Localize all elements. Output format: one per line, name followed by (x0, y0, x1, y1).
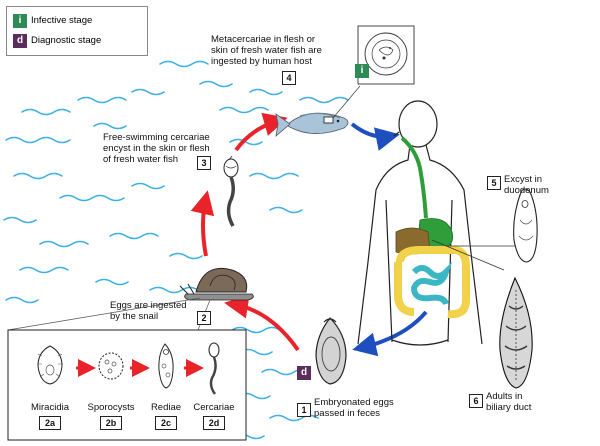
metacercaria-inset (332, 25, 415, 119)
pointer-biliary (431, 239, 505, 271)
legend-box: i Infective stage d Diagnostic stage (6, 6, 148, 56)
infective-stage-marker: i (355, 64, 369, 78)
arrow-snail-to-cercaria (190, 190, 215, 257)
miracidia-icon (37, 345, 63, 385)
step1-line1: Embryonated eggs (314, 397, 394, 408)
sporocyst-icon (98, 352, 124, 380)
step4-line1: Metacercariae in flesh or (211, 34, 316, 45)
stage-2d-name: Cercariae (193, 402, 235, 413)
rediae-icon (158, 343, 174, 389)
embryonated-egg-icon (315, 317, 347, 385)
arrow-human-to-egg (352, 310, 428, 357)
step5-line2: duodenum (504, 185, 549, 196)
arrow-egg-to-snail (224, 294, 300, 352)
legend-diagnostic: d Diagnostic stage (13, 33, 101, 49)
pointer-snail-box-left (7, 297, 201, 331)
step6-line1: Adults in (486, 391, 523, 402)
step3-line1: Free-swimming cercariae (103, 132, 210, 143)
step3-line2: encyst in the skin or flesh (103, 143, 210, 154)
stage-2d-number: 2d (203, 416, 225, 430)
step1-line2: passed in feces (314, 408, 381, 419)
step4-number: 4 (282, 71, 296, 85)
digestive-tract (394, 136, 470, 319)
stage-2b-number: 2b (100, 416, 122, 430)
step2-number: 2 (197, 311, 211, 325)
arrow-cercaria-to-fish (234, 112, 288, 152)
diagnostic-stage-marker: d (297, 366, 311, 380)
fish-icon (275, 112, 349, 138)
step3-number: 3 (197, 156, 211, 170)
step6-number: 6 (469, 394, 483, 408)
stage-2a-name: Miracidia (30, 402, 69, 413)
diagnostic-badge: d (13, 34, 27, 48)
adult-fluke-icon (499, 276, 533, 389)
step5-number: 5 (487, 176, 501, 190)
step2-line1: Eggs are ingested (110, 300, 187, 311)
snail-icon (179, 267, 254, 301)
arrow-fish-to-human (350, 122, 400, 151)
step6-line2: biliary duct (486, 402, 532, 413)
infective-badge: i (13, 14, 27, 28)
step4-line3: ingested by human host (211, 56, 312, 67)
human-body (357, 100, 483, 346)
step5-line1: Excyst in (504, 174, 543, 185)
water-waves (3, 60, 349, 440)
cercariae-small-icon (208, 342, 220, 395)
stage-2b-name: Sporocysts (87, 402, 135, 413)
stage-2a-number: 2a (39, 416, 61, 430)
cercaria-icon (223, 155, 239, 227)
step4-line2: skin of fresh water fish are (211, 45, 322, 56)
legend-infective: i Infective stage (13, 13, 92, 29)
legend-infective-label: Infective stage (31, 15, 93, 26)
step3-line3: of fresh water fish (103, 154, 178, 165)
stage-2c-number: 2c (155, 416, 177, 430)
legend-diagnostic-label: Diagnostic stage (31, 35, 102, 46)
excysted-larva-icon (513, 188, 538, 263)
step1-number: 1 (297, 403, 311, 417)
step2-line2: by the snail (110, 311, 159, 322)
stage-2c-name: Rediae (150, 402, 182, 413)
